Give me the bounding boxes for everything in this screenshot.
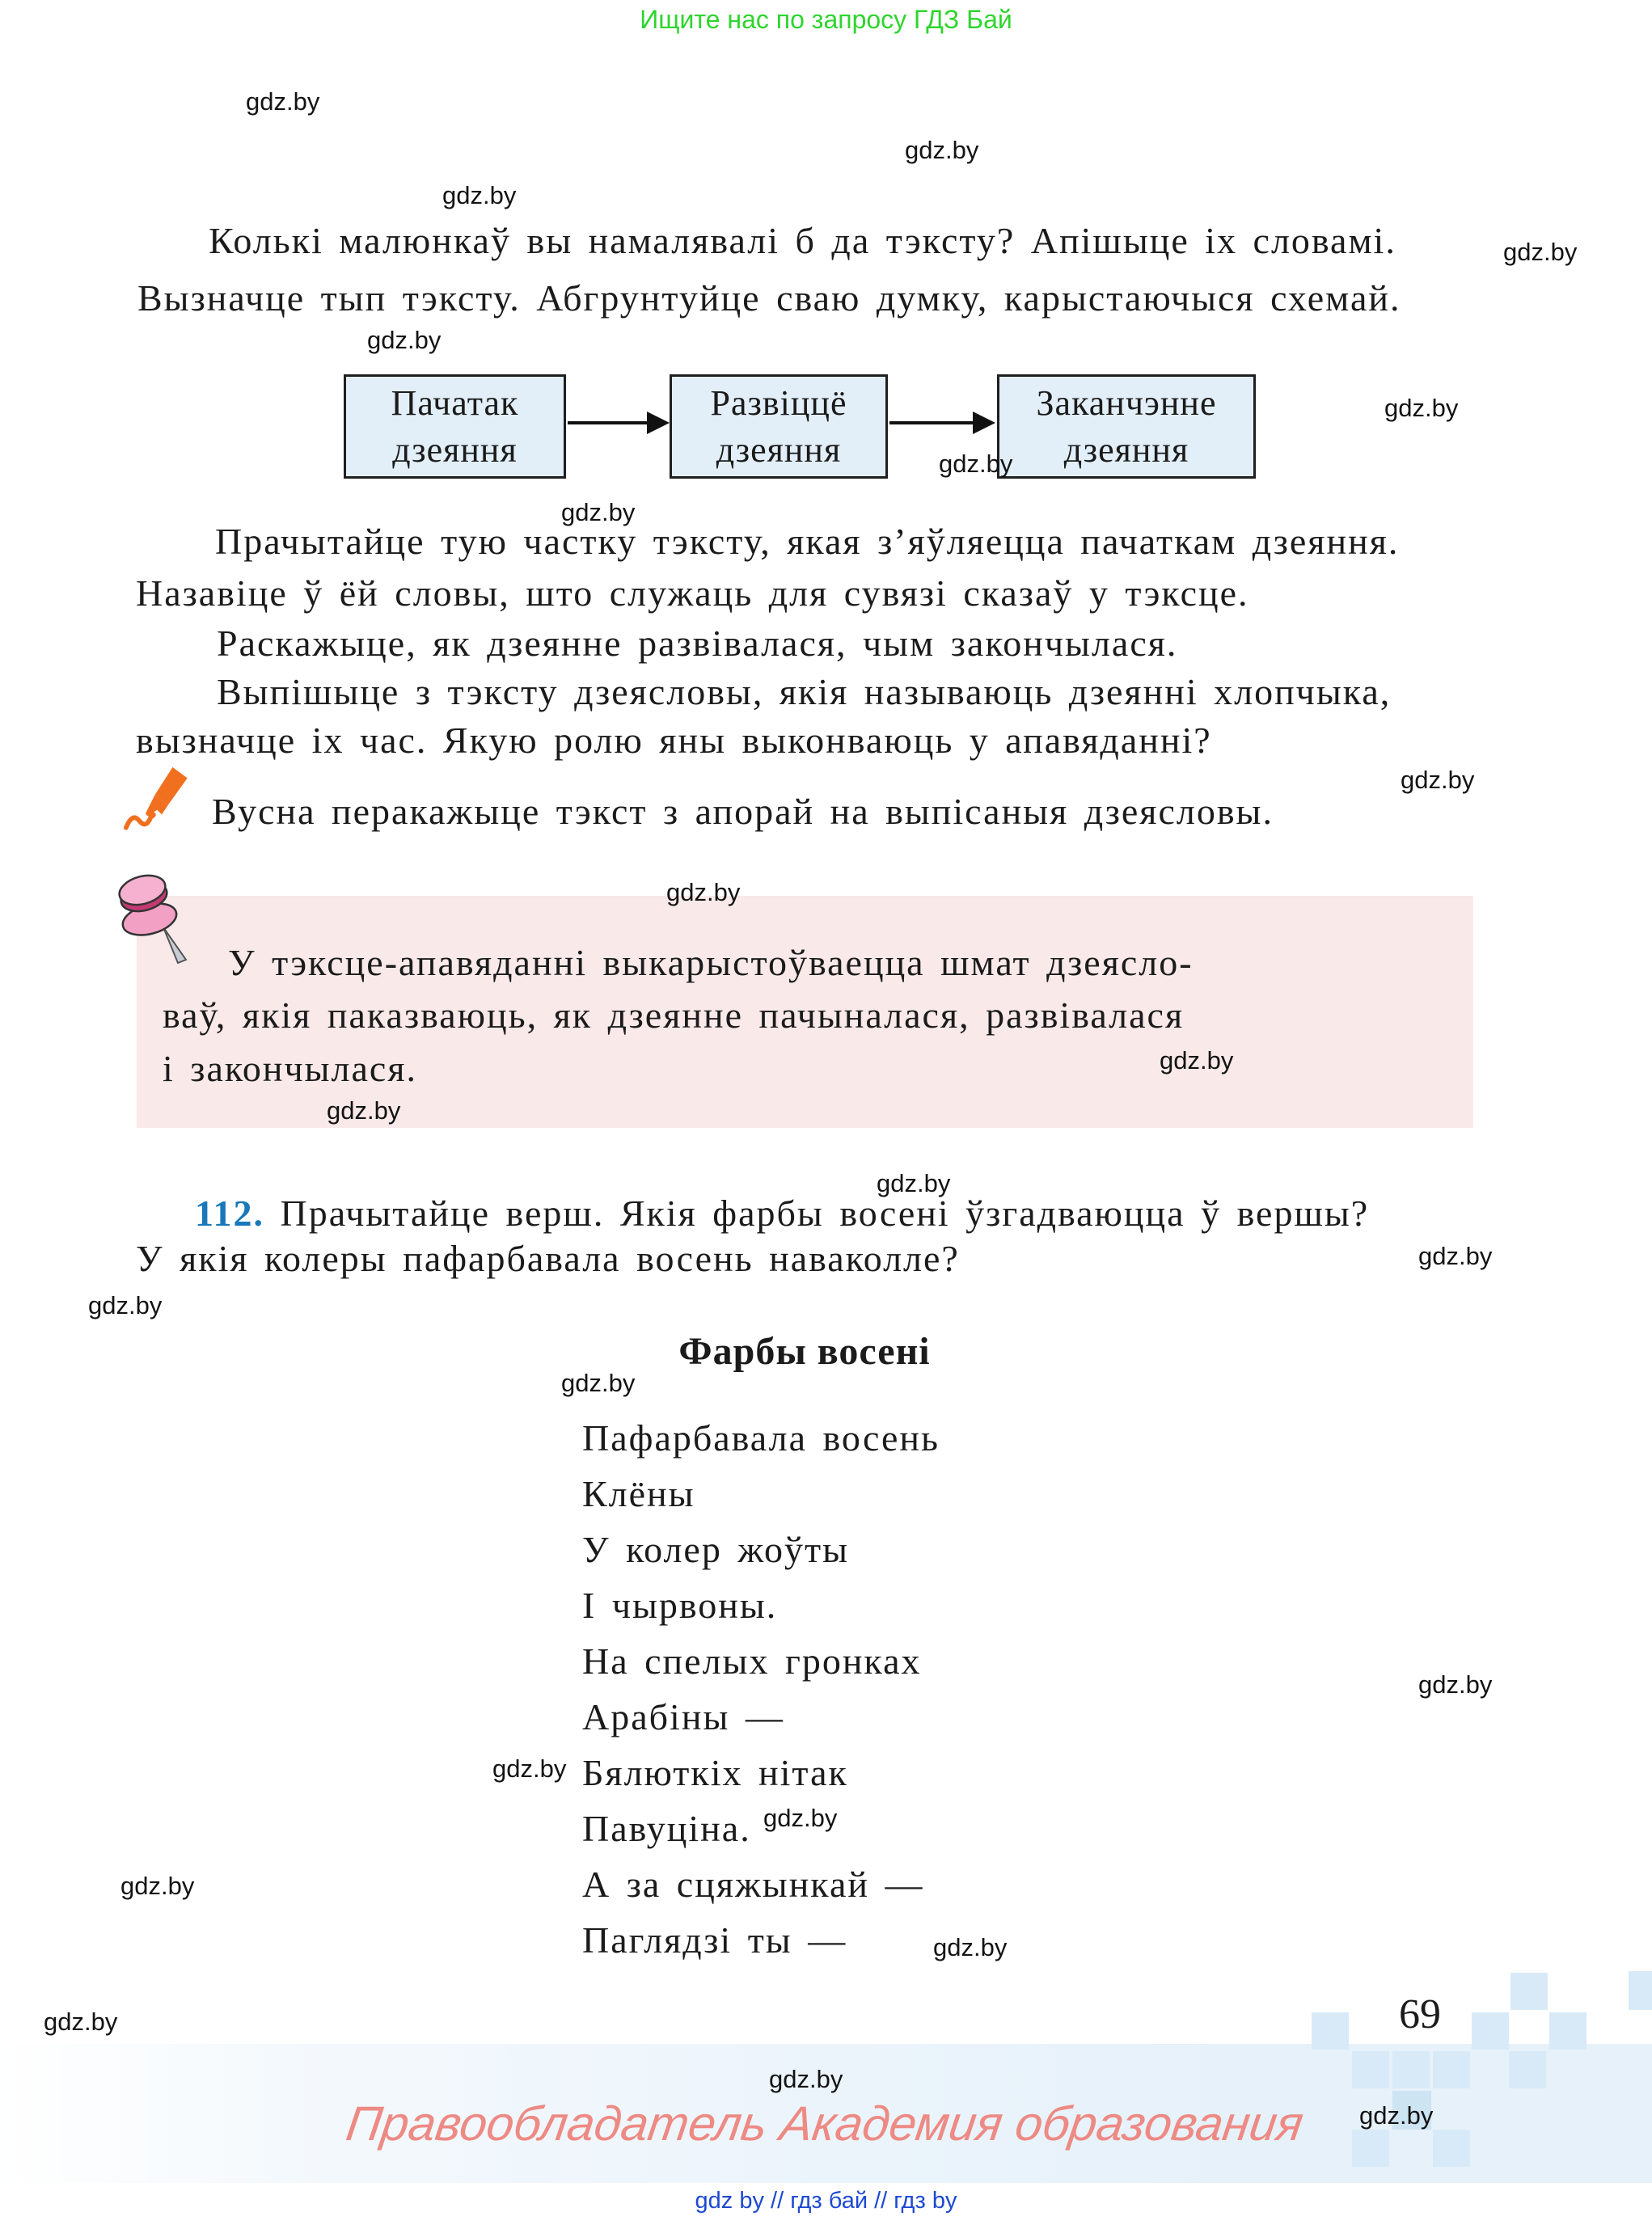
rule-note-box (137, 896, 1473, 1128)
poem-line: На спелых гронках (582, 1640, 922, 1682)
gdz-watermark: gdz.by (44, 2008, 118, 2036)
flow-box-start-line2: дзеяння (392, 429, 518, 470)
flow-box-development-line2: дзеяння (716, 429, 842, 470)
gdz-watermark: gdz.by (933, 1933, 1008, 1961)
decor-square (1509, 2051, 1546, 2088)
pen-icon (123, 766, 188, 830)
flow-box-development: Развіццё дзеяння (670, 374, 888, 479)
exercise-intro-line-1: Прачытайце верш. Якія фарбы восені ўзгад… (280, 1193, 1370, 1234)
poem-line: Паглядзі ты — (582, 1919, 847, 1961)
task-tell-line: Раскажыце, як дзеянне развівалася, чым з… (217, 623, 1178, 664)
task-read-line-1: Прачытайце тую частку тэксту, якая з’яўл… (215, 521, 1400, 562)
task-write-line-2: вызначце іх час. Якую ролю яны выконваюц… (136, 720, 1212, 761)
gdz-watermark: gdz.by (246, 87, 320, 116)
flow-box-start-line1: Пачатак (391, 382, 519, 423)
flow-box-ending-line2: дзеяння (1063, 429, 1189, 470)
gdz-watermark: gdz.by (120, 1872, 195, 1900)
decor-square (1549, 2012, 1587, 2050)
decor-square (1510, 1973, 1548, 2010)
gdz-watermark: gdz.by (1418, 1670, 1493, 1699)
arrow-right-icon (889, 421, 974, 424)
poem-line: У колер жоўты (582, 1529, 849, 1570)
gdz-watermark: gdz.by (492, 1754, 567, 1783)
gdz-watermark: gdz.by (327, 1096, 401, 1125)
page-number: 69 (1399, 1991, 1441, 2037)
decor-square (1392, 2091, 1431, 2130)
gdz-watermark: gdz.by (1418, 1242, 1493, 1270)
exercise-112-line-1: 112. Прачытайце верш. Якія фарбы восені … (195, 1192, 1369, 1235)
gdz-watermark: gdz.by (1359, 2101, 1434, 2130)
footer-copyright: Правообладатель Академия образования (343, 2096, 1307, 2151)
flow-box-development-line1: Развіццё (710, 382, 847, 423)
gdz-watermark: gdz.by (1160, 1046, 1234, 1075)
exercise-112-line-2: У якія колеры пафарбавала восень навакол… (136, 1238, 960, 1279)
gdz-watermark: gdz.by (1503, 238, 1578, 266)
task-oral-line: Вусна перакажыце тэкст з апорай на выпіс… (212, 791, 1274, 832)
intro-line-1: Колькі малюнкаў вы намалявалі б да тэкст… (209, 220, 1396, 261)
rule-line-3: і закончылася. (163, 1048, 417, 1089)
poem-line: Арабіны — (582, 1696, 784, 1737)
arrow-right-icon (973, 412, 995, 434)
poem-title: Фарбы восені (678, 1330, 931, 1373)
decor-square (1472, 2012, 1509, 2050)
decor-square (1352, 2051, 1389, 2088)
poem-line: А за сцяжынкай — (582, 1864, 924, 1905)
arrow-right-icon (647, 412, 670, 434)
flow-box-ending-line1: Заканчэнне (1036, 382, 1217, 423)
gdz-watermark: gdz.by (769, 2065, 843, 2093)
intro-line-2: Вызначце тып тэксту. Абгрунтуйце сваю ду… (137, 277, 1401, 319)
gdz-watermark: gdz.by (666, 878, 741, 906)
arrow-right-icon (568, 421, 649, 424)
gdz-watermark: gdz.by (367, 326, 442, 354)
gdz-watermark: gdz.by (877, 1169, 951, 1197)
gdz-watermark: gdz.by (905, 136, 979, 164)
flow-box-start: Пачатак дзеяння (344, 374, 566, 479)
rule-line-1: У тэксце-апавяданні выкарыстоўваецца шма… (228, 942, 1194, 983)
task-read-line-2: Назавіце ў ёй словы, што служаць для сув… (136, 572, 1249, 614)
footer-links[interactable]: gdz by // гдз бай // гдз by (695, 2188, 957, 2214)
task-write-line-1: Выпішыце з тэксту дзеясловы, якія называ… (217, 671, 1392, 712)
flow-box-ending: Заканчэнне дзеяння (997, 374, 1256, 479)
exercise-number: 112. (195, 1193, 264, 1234)
decor-square (1629, 1971, 1652, 2010)
gdz-watermark: gdz.by (763, 1804, 838, 1832)
poem-line: Пафарбавала восень (582, 1417, 940, 1459)
gdz-watermark: gdz.by (939, 450, 1013, 478)
gdz-watermark: gdz.by (561, 498, 636, 526)
gdz-watermark: gdz.by (1384, 394, 1459, 422)
decor-square (1312, 2012, 1349, 2050)
decor-square (1392, 2051, 1430, 2088)
gdz-watermark: gdz.by (88, 1291, 163, 1319)
decor-square (1352, 2130, 1389, 2167)
poem-line: Клёны (582, 1473, 695, 1514)
decor-square (1433, 2130, 1470, 2167)
poem-line: Бялюткіх нітак (582, 1752, 848, 1793)
poem-line: Павуціна. (582, 1808, 751, 1849)
header-promo-note: Ищите нас по запросу ГДЗ Бай (640, 5, 1012, 34)
poem-line: І чырвоны. (582, 1585, 778, 1626)
gdz-watermark: gdz.by (1401, 766, 1475, 794)
decor-square (1433, 2051, 1470, 2088)
gdz-watermark: gdz.by (442, 181, 517, 209)
gdz-watermark: gdz.by (561, 1369, 636, 1397)
pushpin-icon (118, 874, 188, 965)
rule-line-2: ваў, якія паказваюць, як дзеянне пачынал… (163, 994, 1185, 1036)
